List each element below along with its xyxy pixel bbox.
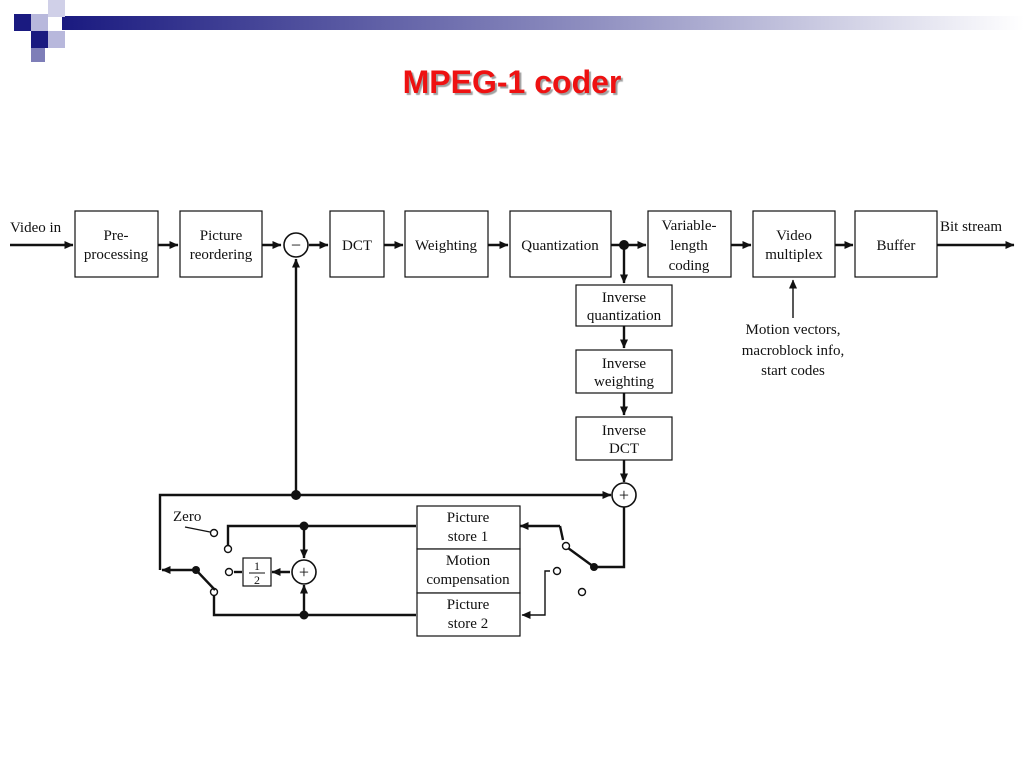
zero-label: Zero xyxy=(173,509,201,525)
side-input-label-3: start codes xyxy=(761,363,825,379)
block-label: Variable- xyxy=(662,218,717,234)
block-inverse-quantization: Inverse quantization xyxy=(575,284,673,327)
block-label: Motion xyxy=(446,553,491,569)
slide-title: MPEG-1 coder xyxy=(402,64,622,100)
block-label: processing xyxy=(84,247,149,263)
block-weighting: Weighting xyxy=(404,210,489,278)
half-scale-block: 1 2 xyxy=(242,557,272,587)
block-label: Picture xyxy=(447,597,490,613)
half-denominator: 2 xyxy=(254,573,260,587)
block-video-multiplex: Video multiplex xyxy=(752,210,836,278)
block-variable-length-coding: Variable- length coding xyxy=(647,210,732,278)
block-label: length xyxy=(670,238,708,254)
block-picture-reordering: Picture reordering xyxy=(179,210,263,278)
block-label: quantization xyxy=(587,308,662,324)
block-label: Picture xyxy=(200,228,243,244)
block-label: DCT xyxy=(609,441,639,457)
half-numerator: 1 xyxy=(254,559,260,573)
branch-node xyxy=(619,240,629,250)
block-dct: DCT xyxy=(329,210,385,278)
block-label: weighting xyxy=(594,374,654,390)
block-label: Video xyxy=(776,228,812,244)
bit-stream-label: Bit stream xyxy=(940,219,1002,235)
block-label: store 2 xyxy=(448,616,488,632)
signal-lines xyxy=(10,241,1015,620)
block-label: Inverse xyxy=(602,290,646,306)
block-buffer: Buffer xyxy=(854,210,938,278)
block-label: DCT xyxy=(342,238,372,254)
block-label: Picture xyxy=(447,510,490,526)
slide-header-decoration xyxy=(14,0,1024,62)
block-inverse-weighting: Inverse weighting xyxy=(575,349,673,394)
subtract-symbol: − xyxy=(291,235,301,255)
block-label: Weighting xyxy=(415,238,478,254)
block-label: reordering xyxy=(190,247,253,263)
adder-node: + xyxy=(611,482,637,508)
block-quantization: Quantization xyxy=(509,210,612,278)
interp-adder-node: + xyxy=(291,559,317,585)
side-input-label-2: macroblock info, xyxy=(742,343,844,359)
block-picture-store-1: Picture store 1 xyxy=(416,505,521,550)
block-label: coding xyxy=(669,258,710,274)
block-label: Buffer xyxy=(877,238,916,254)
block-label: compensation xyxy=(426,572,510,588)
block-label: Quantization xyxy=(521,238,599,254)
block-preprocessing: Pre- processing xyxy=(74,210,159,278)
video-in-label: Video in xyxy=(10,220,62,236)
side-input-label-1: Motion vectors, xyxy=(746,322,841,338)
subtractor-node: − xyxy=(283,232,309,258)
add-symbol: + xyxy=(619,485,629,505)
block-motion-compensation: Motion compensation xyxy=(416,548,521,594)
block-label: Inverse xyxy=(602,356,646,372)
add-symbol: + xyxy=(299,562,309,582)
block-label: store 1 xyxy=(448,529,488,545)
block-label: multiplex xyxy=(765,247,823,263)
block-picture-store-2: Picture store 2 xyxy=(416,592,521,637)
block-label: Inverse xyxy=(602,423,646,439)
block-inverse-dct: Inverse DCT xyxy=(575,416,673,461)
block-label: Pre- xyxy=(104,228,129,244)
